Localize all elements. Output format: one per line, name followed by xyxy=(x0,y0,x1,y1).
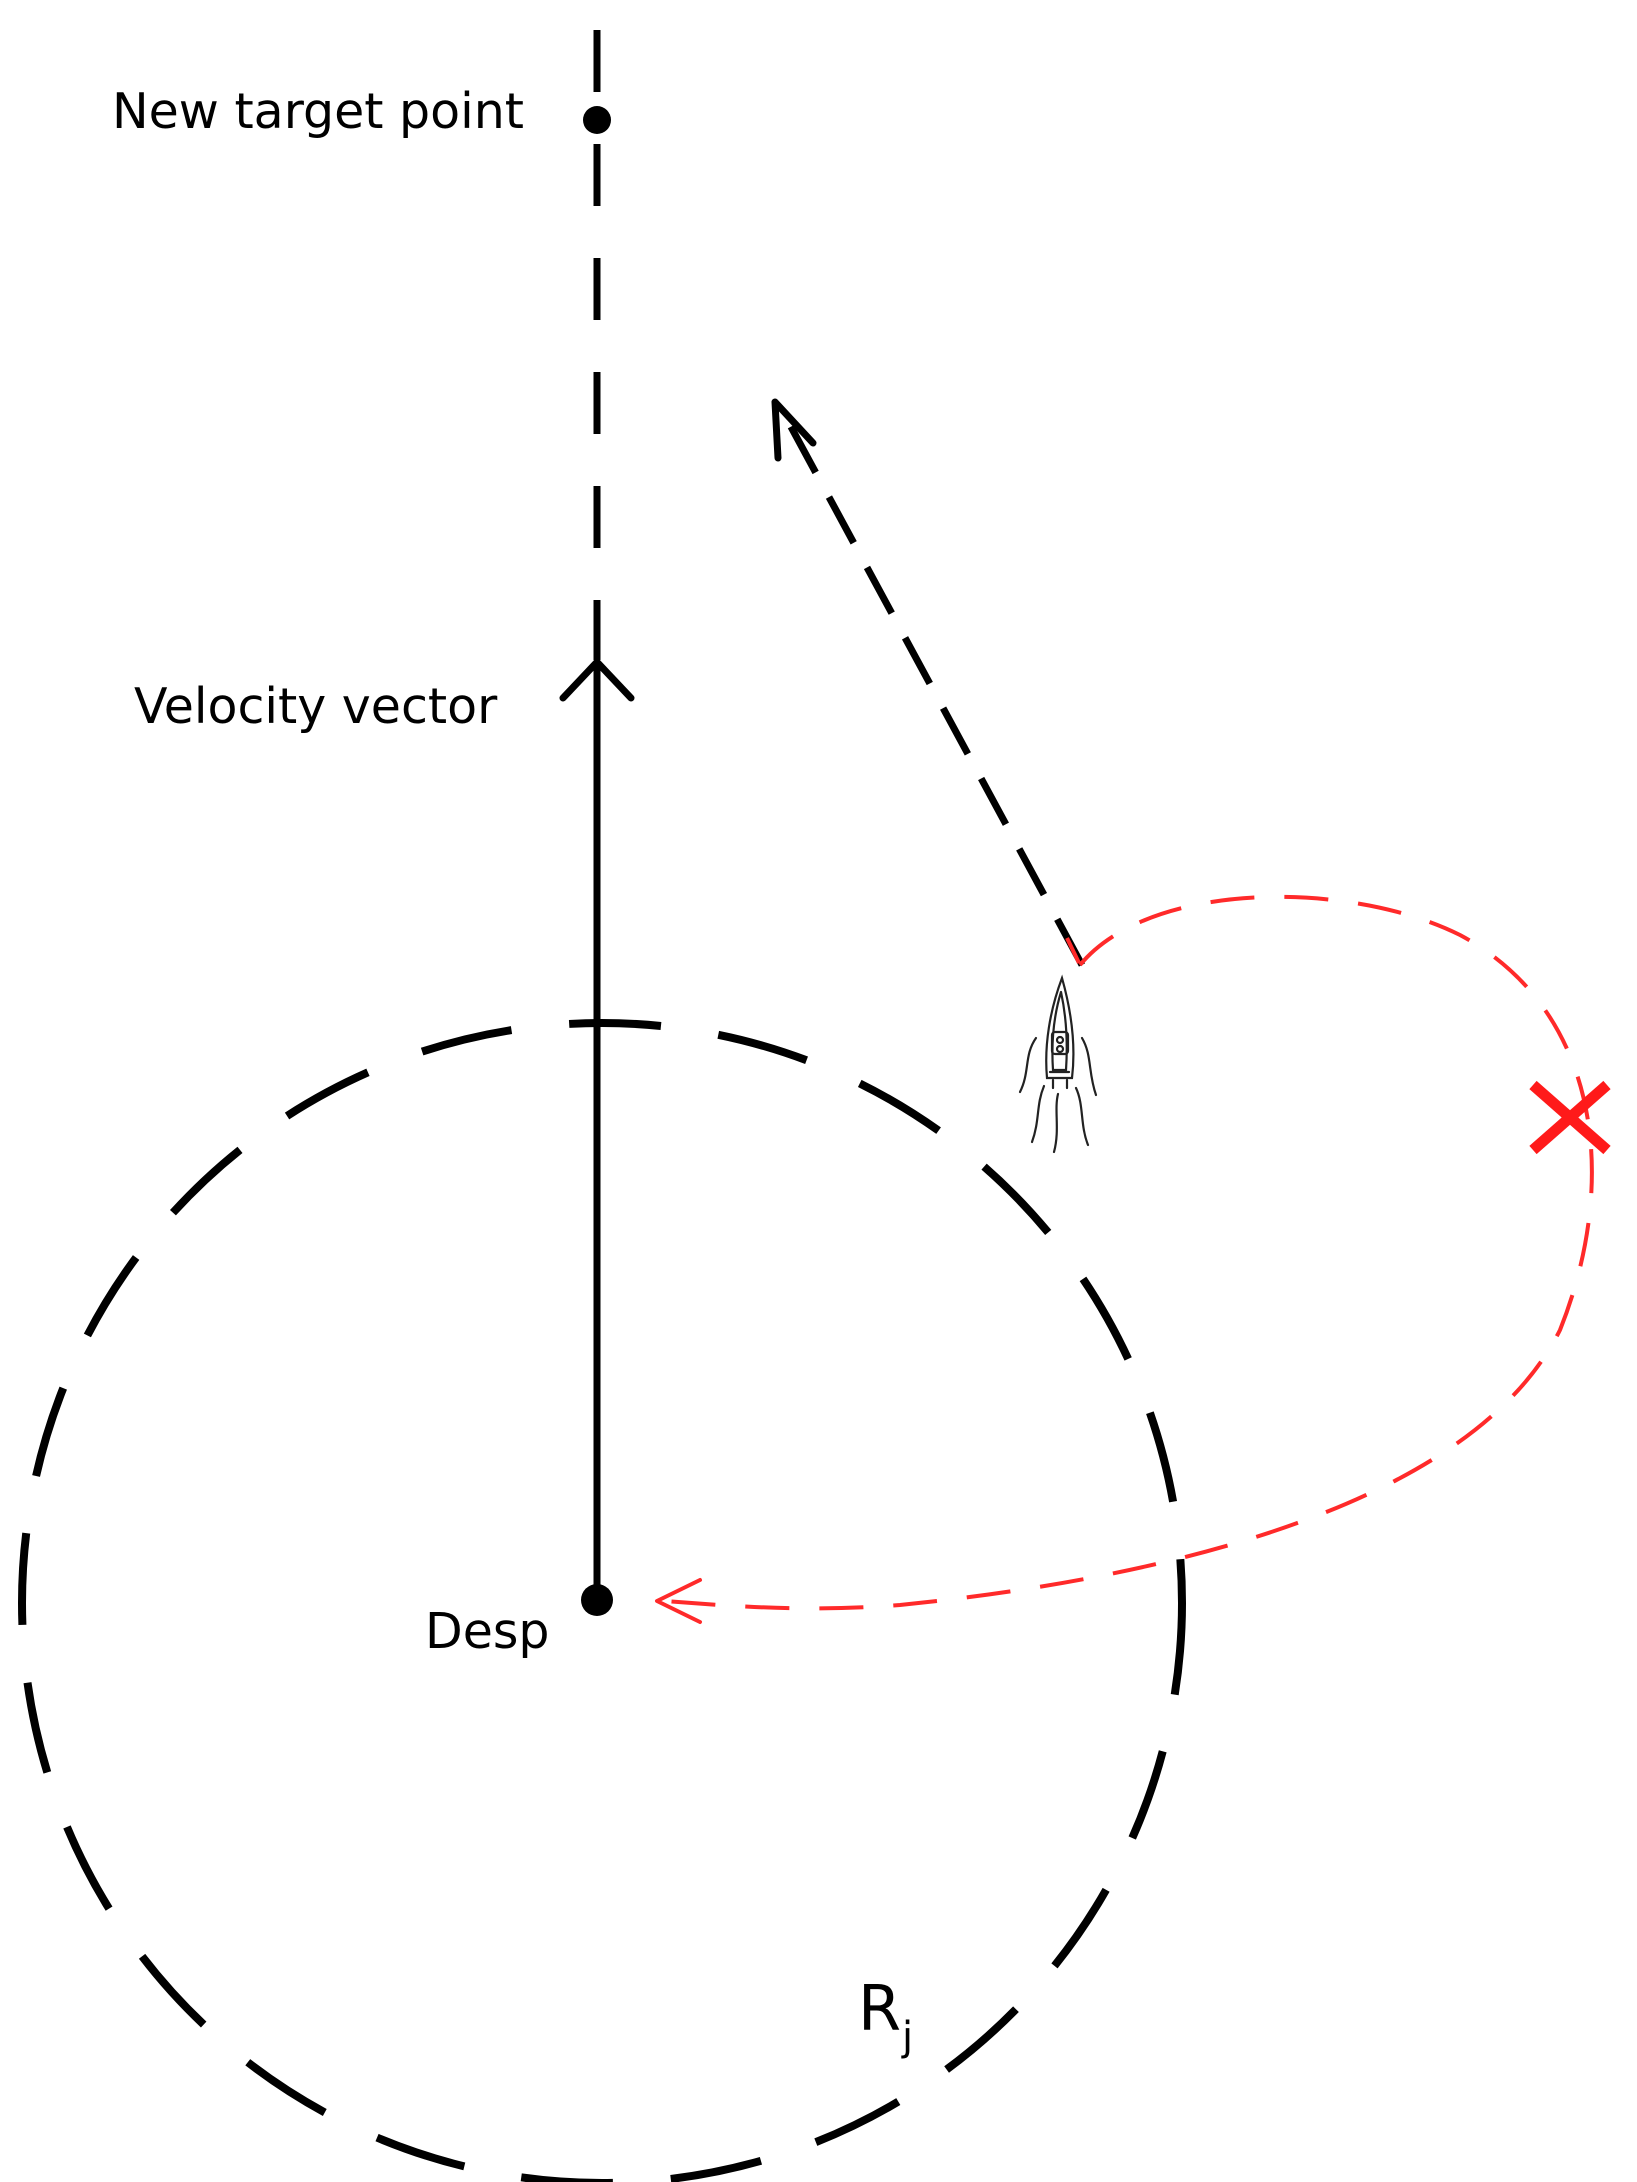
desp-point-dot xyxy=(581,1584,613,1616)
desp-label: Desp xyxy=(425,1603,550,1660)
boat-icon xyxy=(1018,974,1098,1154)
avoidance-path-arrowhead xyxy=(655,1578,702,1624)
cross-mark-icon xyxy=(1529,1080,1611,1155)
avoidance-path xyxy=(651,894,1594,1611)
velocity-vector-label: Velocity vector xyxy=(134,678,498,735)
boat-heading-arrowhead xyxy=(771,398,817,462)
velocity-vector-arrowhead xyxy=(559,658,635,702)
avoidance-path-start-tick xyxy=(1065,937,1081,964)
radius-label: R j xyxy=(858,1972,913,2060)
radius-label-main: R xyxy=(858,1972,901,2045)
radius-label-subscript: j xyxy=(901,2014,913,2060)
new-target-point-dot xyxy=(583,106,611,134)
new-target-point-label: New target point xyxy=(112,83,524,140)
boat-heading-dashed-line xyxy=(786,423,1086,967)
radius-circle xyxy=(18,1019,1186,2182)
